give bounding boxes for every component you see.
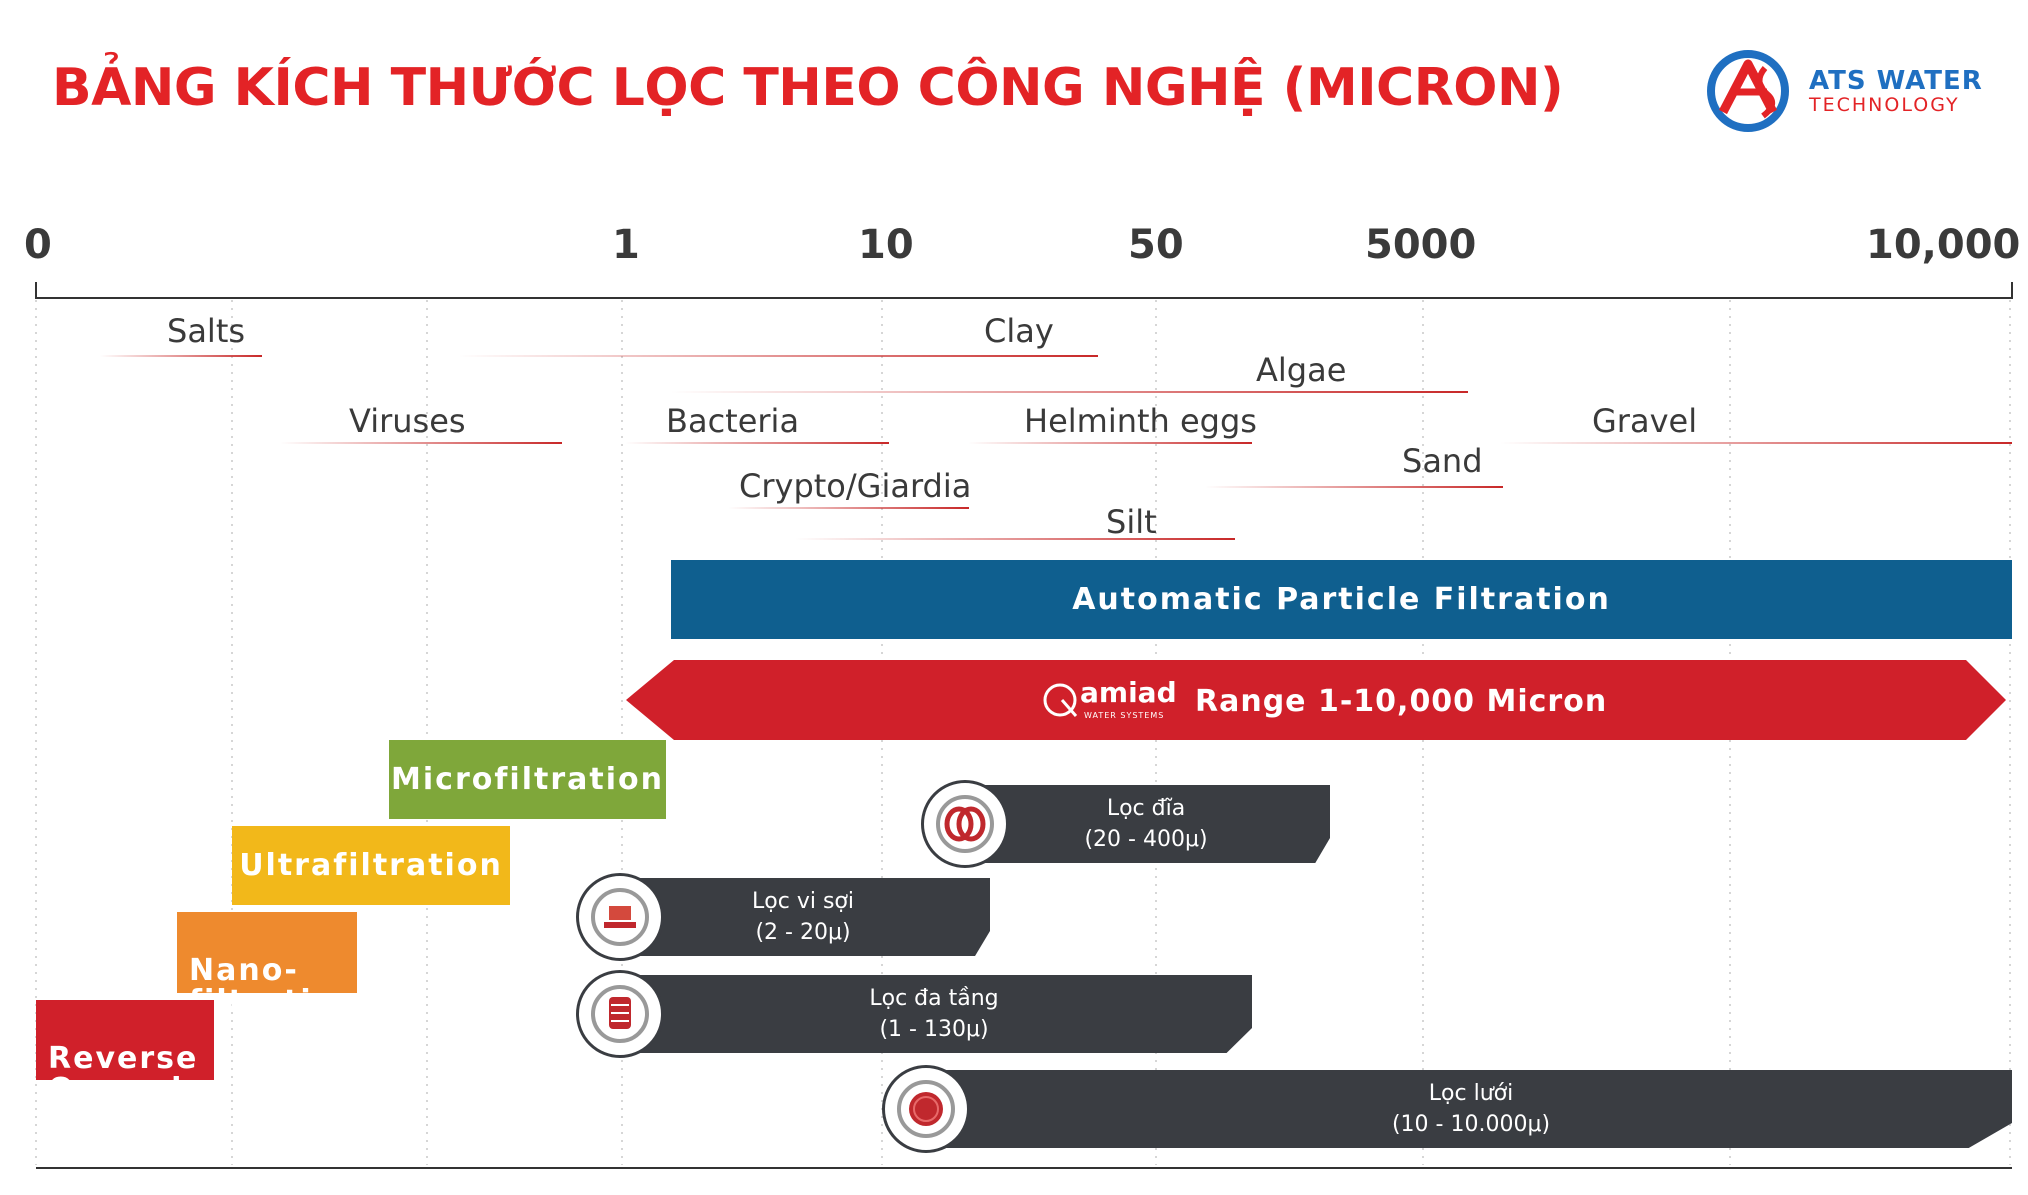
axis-tick: 5000 bbox=[1365, 222, 1477, 268]
automatic-filtration-band: Automatic Particle Filtration bbox=[671, 560, 2012, 639]
multilayer-filter-icon bbox=[576, 970, 664, 1058]
tech-name: Lọc đa tầng bbox=[869, 986, 999, 1011]
particle-label-sand: Sand bbox=[1402, 442, 1483, 480]
particle-label-viruses: Viruses bbox=[349, 402, 466, 440]
ats-logo-icon bbox=[1707, 50, 1789, 132]
tech-range: (1 - 130μ) bbox=[879, 1017, 989, 1042]
nanofiltration-label: Nano- filtration bbox=[189, 953, 359, 1019]
disc-filter-icon bbox=[921, 780, 1009, 868]
tech-name: Lọc vi sợi bbox=[752, 889, 854, 914]
tech-name: Lọc đĩa bbox=[1106, 796, 1186, 821]
amiad-range-label: Range 1-10,000 Micron bbox=[1195, 684, 1608, 719]
logo-brand-line1: ATS WATER bbox=[1809, 66, 1983, 96]
tech-range: (20 - 400μ) bbox=[1084, 827, 1208, 852]
tech-bar-loc-luoi: Lọc lưới (10 - 10.000μ) bbox=[930, 1070, 2012, 1148]
tech-range: (2 - 20μ) bbox=[755, 920, 851, 945]
particle-label-helminth-eggs: Helminth eggs bbox=[1024, 402, 1257, 440]
fiber-filter-icon bbox=[576, 873, 664, 961]
screen-filter-icon bbox=[882, 1065, 970, 1153]
particle-range-clay bbox=[458, 355, 1098, 357]
amiad-subbrand: WATER SYSTEMS bbox=[1084, 711, 1165, 720]
reverse-osmosis-box: Reverse Osmosis bbox=[36, 1000, 214, 1105]
particle-range-bacteria bbox=[625, 442, 889, 444]
particle-label-bacteria: Bacteria bbox=[666, 402, 800, 440]
particle-label-silt: Silt bbox=[1106, 503, 1157, 541]
tech-bar-loc-vi-soi: Lọc vi sợi (2 - 20μ) bbox=[616, 878, 990, 956]
particle-label-gravel: Gravel bbox=[1592, 402, 1698, 440]
microfiltration-label: Microfiltration bbox=[391, 762, 664, 797]
tech-name: Lọc lưới bbox=[1428, 1081, 1514, 1106]
particle-label-algae: Algae bbox=[1256, 351, 1347, 389]
page-title: BẢNG KÍCH THƯỚC LỌC THEO CÔNG NGHỆ (MICR… bbox=[52, 58, 1564, 118]
particle-range-viruses bbox=[280, 442, 562, 444]
axis-tick: 1 bbox=[612, 222, 640, 268]
axis-tick: 0 bbox=[24, 222, 52, 268]
particle-label-crypto-giardia: Crypto/Giardia bbox=[739, 467, 972, 505]
reverse-osmosis-label: Reverse Osmosis bbox=[48, 1041, 204, 1107]
tech-range: (10 - 10.000μ) bbox=[1391, 1112, 1551, 1137]
ultrafiltration-label: Ultrafiltration bbox=[239, 848, 503, 883]
nanofiltration-box: Nano- filtration bbox=[177, 912, 357, 1017]
particle-range-helminth-eggs bbox=[968, 442, 1252, 444]
ats-logo: ATS WATER TECHNOLOGY bbox=[1705, 48, 1995, 134]
particle-range-sand bbox=[1205, 486, 1503, 488]
amiad-range-arrow bbox=[626, 660, 2006, 740]
particle-range-silt bbox=[795, 538, 1235, 540]
particle-range-gravel bbox=[1500, 442, 2012, 444]
microfiltration-box: Microfiltration bbox=[389, 740, 666, 819]
ultrafiltration-box: Ultrafiltration bbox=[232, 826, 510, 905]
particle-label-clay: Clay bbox=[984, 312, 1054, 350]
axis-tick: 50 bbox=[1128, 222, 1184, 268]
logo-brand-line2: TECHNOLOGY bbox=[1809, 94, 1960, 116]
automatic-filtration-label: Automatic Particle Filtration bbox=[1072, 582, 1611, 617]
particle-range-salts bbox=[100, 355, 262, 357]
particle-range-algae bbox=[670, 391, 1468, 393]
tech-bar-loc-da-tang: Lọc đa tầng (1 - 130μ) bbox=[616, 975, 1252, 1053]
particle-range-crypto-giardia bbox=[728, 507, 969, 509]
axis-top-bracket bbox=[35, 282, 2013, 299]
amiad-logo: amiad WATER SYSTEMS bbox=[1040, 676, 1180, 722]
axis-tick: 10 bbox=[858, 222, 914, 268]
particle-label-salts: Salts bbox=[167, 312, 246, 350]
axis-tick: 10,000 bbox=[1866, 222, 2021, 268]
amiad-brand: amiad bbox=[1080, 676, 1177, 709]
amiad-logo-icon bbox=[1043, 683, 1078, 717]
axis-line bbox=[35, 282, 2013, 1169]
tech-bar-loc-dia: Lọc đĩa (20 - 400μ) bbox=[962, 785, 1330, 863]
